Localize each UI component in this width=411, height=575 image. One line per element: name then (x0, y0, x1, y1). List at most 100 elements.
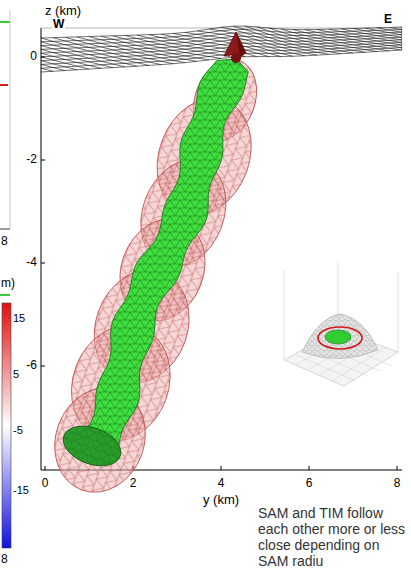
mesh-line (113, 50, 125, 53)
mesh-line (101, 65, 113, 68)
mesh-line (101, 43, 113, 46)
mesh-line (353, 31, 365, 33)
mesh-line (377, 38, 389, 40)
mesh-line (305, 50, 317, 52)
mesh-line (89, 65, 101, 68)
mesh-line (137, 56, 149, 59)
mesh-line (77, 66, 89, 69)
mesh-line (365, 39, 377, 41)
mesh-line (233, 26, 245, 29)
tim-mesh (78, 59, 249, 453)
mesh-line (281, 41, 293, 44)
mesh-line (401, 32, 402, 35)
mesh-line (365, 28, 377, 30)
mesh-line (245, 26, 257, 30)
mesh-line (365, 47, 377, 49)
mesh-line (257, 40, 269, 44)
mesh-line (293, 35, 305, 38)
mesh-line (245, 43, 257, 47)
mesh-line (161, 51, 173, 54)
mesh-line (365, 36, 377, 38)
mesh-line (53, 45, 65, 48)
mesh-line (65, 41, 77, 44)
mesh-line (149, 48, 161, 51)
vent-marker (224, 32, 246, 63)
mesh-line (305, 33, 317, 36)
mesh-line (401, 30, 402, 33)
mesh-line (209, 39, 221, 41)
mesh-line (341, 37, 353, 39)
mesh-line (185, 59, 197, 61)
mesh-line (41, 26, 402, 38)
mesh-line (125, 60, 137, 63)
mesh-line (305, 47, 317, 49)
mesh-line (89, 62, 101, 65)
mesh-line (401, 40, 402, 43)
mesh-line (137, 39, 149, 42)
mesh-line (317, 38, 329, 40)
mesh-line (101, 36, 113, 39)
mesh-line (365, 50, 377, 52)
mesh-line (281, 32, 293, 35)
mesh-line (41, 42, 402, 60)
mesh-line (257, 30, 269, 34)
tick-label: -2 (26, 153, 37, 167)
mesh-line (377, 46, 389, 48)
mesh-line (41, 35, 402, 50)
mesh-line (89, 40, 101, 43)
mesh-line (317, 35, 329, 37)
mesh-line (353, 50, 365, 52)
mesh-line (149, 41, 161, 44)
mesh-line (101, 54, 113, 57)
mesh-line (197, 41, 209, 43)
mesh-line (185, 36, 197, 38)
mesh-line (185, 46, 197, 48)
mesh-line (341, 43, 353, 45)
mesh-line (317, 32, 329, 34)
mesh-line (341, 32, 353, 34)
mesh-line (305, 38, 317, 41)
tick-label: 8 (1, 235, 8, 249)
mesh-line (221, 34, 233, 36)
mesh-line (137, 59, 149, 62)
mesh-line (401, 48, 402, 50)
mesh-line (113, 36, 125, 39)
mesh-line (353, 34, 365, 36)
mesh-line (53, 68, 65, 71)
mesh-line (377, 30, 389, 32)
mesh-line (281, 38, 293, 41)
mesh-line (149, 62, 161, 65)
mesh-line (89, 37, 101, 40)
mesh-line (161, 34, 173, 37)
mesh-line (401, 27, 402, 30)
mesh-line (209, 32, 221, 34)
mesh-line (317, 52, 329, 54)
mesh-line (401, 37, 402, 40)
mesh-line (173, 33, 185, 35)
mesh-line (221, 31, 233, 33)
mesh-line (185, 42, 197, 44)
mesh-line (173, 57, 185, 59)
mesh-line (197, 58, 209, 60)
mesh-line (353, 48, 365, 50)
mesh-line (161, 58, 173, 61)
mesh-line (77, 59, 89, 62)
tick-label: 0 (42, 477, 49, 491)
mesh-line (41, 40, 402, 57)
mesh-line (365, 33, 377, 35)
plot-axes (41, 28, 402, 470)
mesh-line (149, 45, 161, 48)
mesh-line (209, 36, 221, 38)
tick-label: 4 (218, 477, 225, 491)
mesh-line (269, 38, 281, 42)
mesh-line (293, 33, 305, 36)
mesh-line (317, 29, 329, 32)
mesh-line (41, 61, 53, 64)
mesh-line (329, 32, 341, 34)
mesh-line (377, 41, 389, 43)
mesh-line (41, 68, 53, 71)
mesh-line (365, 31, 377, 33)
mesh-line (173, 44, 185, 46)
mesh-line (305, 35, 317, 38)
